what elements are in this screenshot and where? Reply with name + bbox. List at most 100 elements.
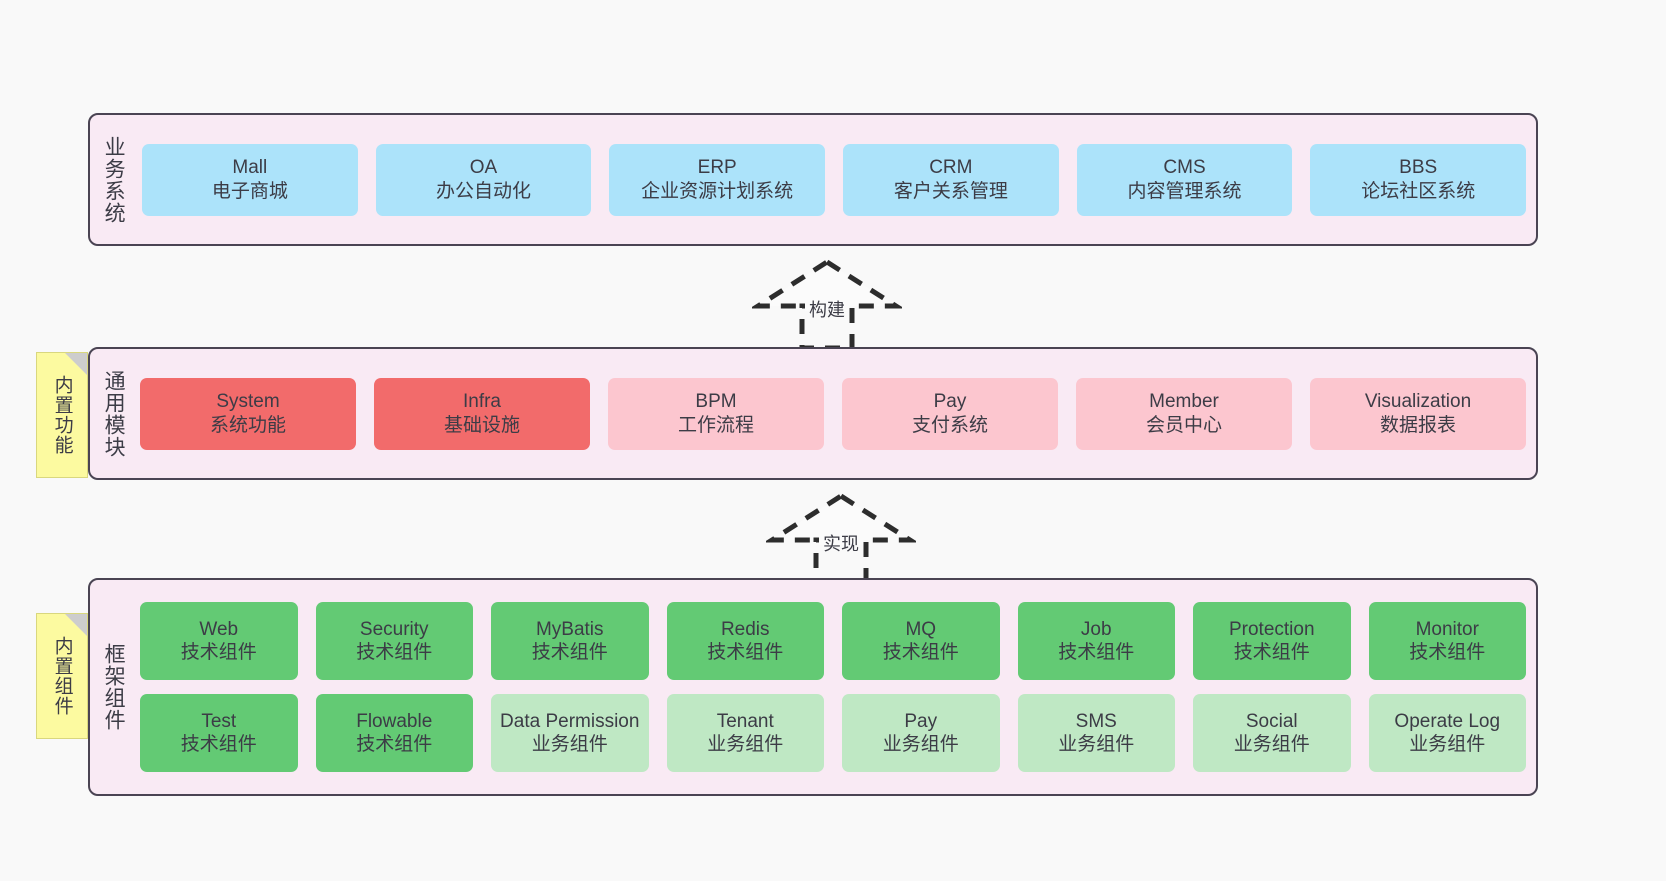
card-title-cn: 业务组件 <box>1409 734 1486 755</box>
card-title-en: Monitor <box>1415 618 1479 640</box>
system-card-crm[interactable]: CRM 客户关系管理 <box>843 143 1059 216</box>
card-title-cn: 业务组件 <box>1058 734 1135 755</box>
component-card-job[interactable]: Job 技术组件 <box>1017 602 1175 680</box>
card-title-cn: 支付系统 <box>911 414 988 436</box>
card-title-cn: 论坛社区系统 <box>1361 180 1476 202</box>
component-card-sms[interactable]: SMS 业务组件 <box>1017 694 1175 772</box>
framework-components-layer: 框架组件 Web 技术组件 Security 技术组件 MyBatis 技术组件… <box>88 578 1538 796</box>
system-card-oa[interactable]: OA 办公自动化 <box>375 143 592 216</box>
card-title-en: BBS <box>1399 157 1438 179</box>
business-systems-layer: 业务系统 Mall 电子商城 OA 办公自动化 ERP 企业资源计划系统 CRM… <box>88 113 1538 246</box>
framework-components-layer-title: 框架组件 <box>102 643 126 731</box>
card-title-cn: 基础设施 <box>443 414 520 436</box>
card-title-cn: 技术组件 <box>180 642 257 663</box>
card-title-cn: 业务组件 <box>882 734 959 755</box>
card-title-en: Flowable <box>356 710 433 732</box>
component-card-test[interactable]: Test 技术组件 <box>140 694 298 772</box>
card-title-en: CMS <box>1163 157 1206 179</box>
component-card-operate-log[interactable]: Operate Log 业务组件 <box>1368 694 1526 772</box>
card-title-en: System <box>216 391 280 413</box>
component-card-mq[interactable]: MQ 技术组件 <box>842 602 1000 680</box>
card-title-en: Tenant <box>716 710 774 732</box>
generalization-arrow-build: 构建 <box>752 258 902 348</box>
card-row: System 系统功能 Infra 基础设施 BPM 工作流程 Pay 支付系统… <box>140 377 1526 450</box>
generalization-arrow-icon <box>766 493 916 582</box>
card-title-en: Member <box>1149 391 1219 413</box>
system-card-mall[interactable]: Mall 电子商城 <box>142 143 358 216</box>
module-card-bpm[interactable]: BPM 工作流程 <box>608 377 824 450</box>
component-card-social[interactable]: Social 业务组件 <box>1193 694 1351 772</box>
card-title-cn: 技术组件 <box>180 734 257 755</box>
card-title-cn: 会员中心 <box>1145 414 1222 436</box>
card-title-en: Mall <box>232 157 268 179</box>
sticky-note-label: 内置组件 <box>51 636 73 716</box>
card-row: Mall 电子商城 OA 办公自动化 ERP 企业资源计划系统 CRM 客户关系… <box>142 143 1527 216</box>
component-card-pay[interactable]: Pay 业务组件 <box>842 694 1000 772</box>
card-title-cn: 技术组件 <box>531 642 608 663</box>
system-card-cms[interactable]: CMS 内容管理系统 <box>1076 143 1293 216</box>
framework-components-card-area: Web 技术组件 Security 技术组件 MyBatis 技术组件 Redi… <box>136 580 1536 794</box>
card-title-en: Operate Log <box>1394 710 1501 732</box>
card-title-cn: 客户关系管理 <box>893 180 1008 202</box>
system-card-bbs[interactable]: BBS 论坛社区系统 <box>1310 143 1527 216</box>
business-systems-card-area: Mall 电子商城 OA 办公自动化 ERP 企业资源计划系统 CRM 客户关系… <box>136 115 1536 244</box>
card-title-cn: 业务组件 <box>531 734 608 755</box>
card-title-en: Protection <box>1228 618 1315 640</box>
component-card-redis[interactable]: Redis 技术组件 <box>666 602 824 680</box>
card-title-en: MQ <box>905 618 937 640</box>
card-title-cn: 内容管理系统 <box>1127 180 1242 202</box>
arrow-label-realize: 实现 <box>823 534 859 554</box>
card-title-cn: 工作流程 <box>677 414 754 436</box>
component-card-flowable[interactable]: Flowable 技术组件 <box>315 694 473 772</box>
component-card-monitor[interactable]: Monitor 技术组件 <box>1368 602 1526 680</box>
card-title-en: SMS <box>1075 710 1117 732</box>
card-title-cn: 技术组件 <box>882 642 959 663</box>
card-title-cn: 数据报表 <box>1379 414 1456 436</box>
component-card-protection[interactable]: Protection 技术组件 <box>1193 602 1351 680</box>
card-title-cn: 技术组件 <box>707 642 784 663</box>
card-title-en: ERP <box>697 157 737 179</box>
component-card-web[interactable]: Web 技术组件 <box>140 602 298 680</box>
card-title-en: BPM <box>695 391 737 413</box>
card-title-cn: 业务组件 <box>1233 734 1310 755</box>
common-modules-layer: 通用模块 System 系统功能 Infra 基础设施 BPM 工作流程 Pay… <box>88 347 1538 480</box>
card-title-cn: 系统功能 <box>209 414 286 436</box>
card-title-en: MyBatis <box>535 618 604 640</box>
component-card-tenant[interactable]: Tenant 业务组件 <box>666 694 824 772</box>
card-title-cn: 技术组件 <box>1409 642 1486 663</box>
card-title-cn: 技术组件 <box>356 642 433 663</box>
system-card-erp[interactable]: ERP 企业资源计划系统 <box>609 143 826 216</box>
generalization-arrow-icon <box>752 259 902 348</box>
card-title-cn: 企业资源计划系统 <box>641 180 794 202</box>
card-title-en: Web <box>199 618 239 640</box>
component-card-data-permission[interactable]: Data Permission 业务组件 <box>491 694 649 772</box>
card-title-en: Social <box>1245 710 1298 732</box>
card-title-en: Job <box>1080 618 1112 640</box>
business-systems-layer-title: 业务系统 <box>102 135 126 224</box>
card-row: Web 技术组件 Security 技术组件 MyBatis 技术组件 Redi… <box>140 602 1526 680</box>
module-card-visualization[interactable]: Visualization 数据报表 <box>1310 377 1526 450</box>
card-title-en: Data Permission <box>500 710 640 732</box>
component-card-security[interactable]: Security 技术组件 <box>315 602 473 680</box>
sticky-note-label: 内置功能 <box>51 375 73 455</box>
generalization-arrow-realize: 实现 <box>766 492 916 582</box>
card-title-en: OA <box>469 157 498 179</box>
sticky-note-builtin-features: 内置功能 <box>36 352 88 478</box>
card-title-en: Infra <box>462 391 502 413</box>
card-title-en: Pay <box>933 391 967 413</box>
module-card-member[interactable]: Member 会员中心 <box>1076 377 1292 450</box>
card-title-cn: 电子商城 <box>211 180 288 202</box>
card-title-en: Redis <box>720 618 770 640</box>
component-card-mybatis[interactable]: MyBatis 技术组件 <box>491 602 649 680</box>
card-title-cn: 技术组件 <box>1058 642 1135 663</box>
module-card-infra[interactable]: Infra 基础设施 <box>374 377 590 450</box>
card-title-cn: 业务组件 <box>707 734 784 755</box>
card-title-cn: 技术组件 <box>356 734 433 755</box>
card-title-en: CRM <box>929 157 973 179</box>
card-title-en: Security <box>359 618 429 640</box>
module-card-pay[interactable]: Pay 支付系统 <box>842 377 1058 450</box>
common-modules-layer-title: 通用模块 <box>102 369 126 458</box>
card-title-cn: 技术组件 <box>1233 642 1310 663</box>
module-card-system[interactable]: System 系统功能 <box>140 377 356 450</box>
sticky-note-builtin-components: 内置组件 <box>36 613 88 739</box>
